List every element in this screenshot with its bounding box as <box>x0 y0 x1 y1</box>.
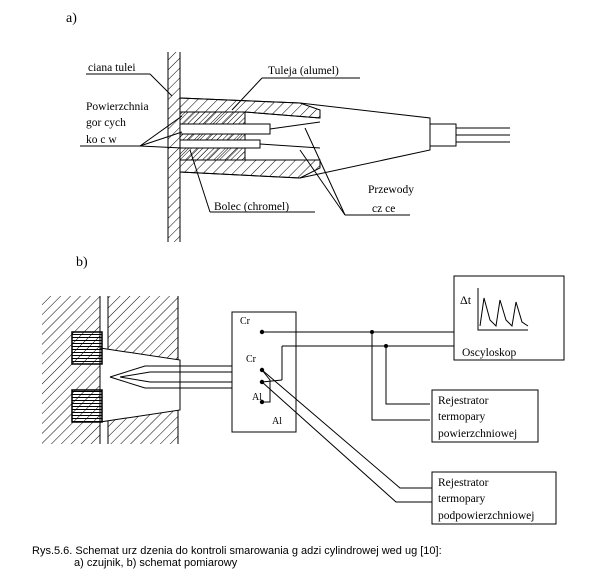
surface-label-line2: gor cych <box>86 117 126 129</box>
recorder2-line1: Rejestrator <box>438 477 489 489</box>
wall-label: ciana tulei <box>88 62 136 74</box>
ring-lower <box>71 389 103 423</box>
pin-upper <box>179 123 271 135</box>
caption-line1: Rys.5.6. Schemat urz dzenia do kontroli … <box>32 545 442 557</box>
recorder-surface-box <box>431 389 539 443</box>
wires-label-line1: Przewody <box>368 184 414 196</box>
wires-label-line2: cz ce <box>372 203 395 215</box>
scope-label: Oscyloskop <box>462 347 517 359</box>
recorder-subsurface-box <box>431 471 557 525</box>
surface-label-line1: Powierzchnia <box>86 101 149 113</box>
terminal-cr2-label: Cr <box>246 354 257 365</box>
recorder1-line2: termopary <box>438 411 486 423</box>
cable-end <box>429 123 457 147</box>
sleeve-wall <box>168 52 180 242</box>
recorder1-line1: Rejestrator <box>438 395 489 407</box>
terminal-al2-label: Al <box>272 416 282 427</box>
sensor-body <box>99 347 181 423</box>
pin-lower <box>179 139 261 149</box>
panel-b-label: b) <box>76 255 88 270</box>
ring-upper <box>71 331 103 365</box>
recorder2-line2: termopary <box>438 493 486 505</box>
pin-label: Bolec (chromel) <box>214 201 289 213</box>
sleeve-label: Tuleja (alumel) <box>268 65 339 77</box>
terminal-al1-label: Al <box>252 392 262 403</box>
terminal-cr1-label: Cr <box>240 316 251 327</box>
panel-a-label: a) <box>66 11 77 26</box>
caption-line2: a) czujnik, b) schemat pomiarowy <box>74 557 238 569</box>
sensor-drawing <box>80 52 510 242</box>
scope-symbol: Δt <box>460 293 472 307</box>
measurement-scheme <box>42 275 565 525</box>
recorder1-line3: powierzchniowej <box>438 428 517 440</box>
oscilloscope-trace <box>479 297 529 328</box>
surface-label-line3: ko c w <box>86 134 117 146</box>
oscilloscope-box <box>453 275 565 361</box>
recorder2-line3: podpowierzchniowej <box>438 510 534 522</box>
